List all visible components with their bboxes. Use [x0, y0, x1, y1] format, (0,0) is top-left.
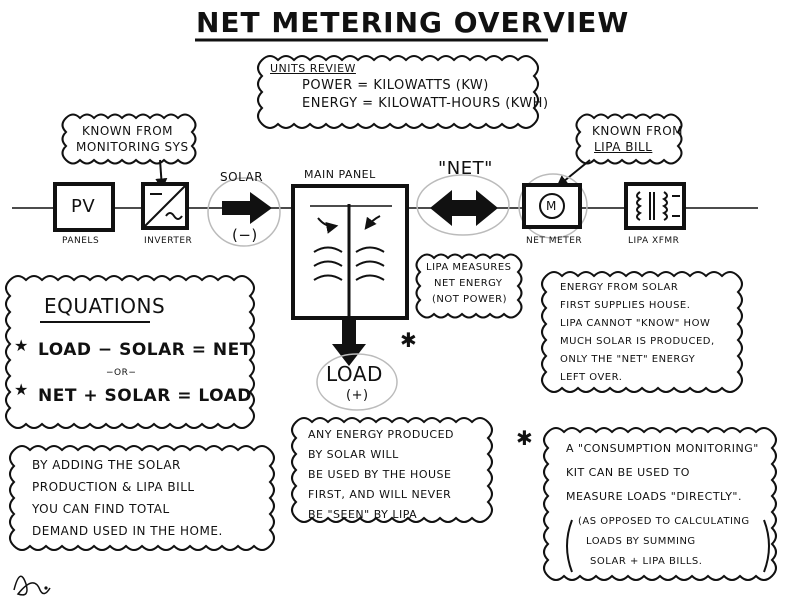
- energy-note-2: FIRST SUPPLIES HOUSE.: [560, 300, 691, 311]
- consumption-note-6: SOLAR + LIPA BILLS.: [590, 556, 703, 567]
- meter-bubble: [518, 173, 588, 239]
- energy-note-3: LIPA CANNOT "KNOW" HOW: [560, 318, 711, 329]
- lipa-measures-3: (NOT POWER): [432, 294, 507, 305]
- load-arrow: [332, 320, 366, 366]
- solar-label: SOLAR: [220, 170, 264, 184]
- consumption-note-3: MEASURE LOADS "DIRECTLY".: [566, 490, 742, 503]
- inverter-diagonal: [142, 183, 188, 229]
- units-cloud: [257, 55, 539, 129]
- equation-or: −OR−: [106, 368, 137, 378]
- inverter-label: INVERTER: [144, 236, 193, 246]
- consumption-asterisk: ✱: [516, 426, 534, 450]
- monitoring-cloud: [61, 113, 197, 165]
- energy-note-5: ONLY THE "NET" ENERGY: [560, 354, 696, 365]
- net-meter-dial: [539, 193, 565, 219]
- adding-note-cloud: [9, 445, 275, 551]
- xfmr-coils: [636, 191, 680, 221]
- equation-1-bullet: ★: [14, 336, 29, 355]
- equation-1: LOAD − SOLAR = NET: [38, 340, 252, 360]
- any-energy-2: BY SOLAR WILL: [308, 448, 399, 461]
- load-label: LOAD: [326, 362, 383, 386]
- panel-flow-left: [317, 217, 339, 234]
- main-panel-label: MAIN PANEL: [304, 168, 376, 181]
- adding-note-1: BY ADDING THE SOLAR: [32, 458, 181, 472]
- net-label: "NET": [438, 158, 493, 179]
- pv-panel-box: [53, 182, 115, 232]
- energy-note-1: ENERGY FROM SOLAR: [560, 282, 679, 293]
- any-energy-3: BE USED BY THE HOUSE: [308, 468, 452, 481]
- adding-note-4: DEMAND USED IN THE HOME.: [32, 524, 223, 538]
- adding-note-2: PRODUCTION & LIPA BILL: [32, 480, 195, 494]
- net-bubble: [416, 174, 510, 236]
- equations-header: EQUATIONS: [44, 294, 166, 318]
- any-energy-cloud: [291, 417, 493, 523]
- adding-note-3: YOU CAN FIND TOTAL: [32, 502, 170, 516]
- any-energy-1: ANY ENERGY PRODUCED: [308, 428, 454, 441]
- meter-symbol: M: [546, 199, 557, 213]
- signature: [13, 575, 51, 596]
- units-power: POWER = KILOWATTS (KW): [302, 78, 489, 93]
- lipa-measures-2: NET ENERGY: [434, 278, 503, 289]
- paren-right: [763, 519, 770, 573]
- equations-cloud: [5, 275, 255, 429]
- paren-left: [566, 519, 573, 573]
- monitoring-label-2: MONITORING SYS: [76, 140, 189, 154]
- consumption-cloud: [543, 427, 777, 581]
- lipa-measures-1: LIPA MEASURES: [426, 262, 512, 273]
- panel-flow-right: [364, 215, 381, 230]
- inverter-ac-mark: [165, 212, 183, 220]
- units-energy: ENERGY = KILOWATT-HOURS (KWH): [302, 96, 549, 111]
- page-title: NET METERING OVERVIEW: [196, 6, 630, 39]
- net-double-arrow: [430, 190, 498, 226]
- lipa-bill-pointer: [556, 159, 591, 188]
- solar-sign: (−): [232, 226, 258, 244]
- load-bubble: [316, 353, 398, 411]
- any-energy-4: FIRST, AND WILL NEVER: [308, 488, 452, 501]
- equation-2: NET + SOLAR = LOAD: [38, 386, 252, 406]
- pv-label: PV: [71, 196, 96, 217]
- signature-dot: [44, 586, 48, 590]
- panels-label: PANELS: [62, 236, 100, 246]
- energy-note-4: MUCH SOLAR IS PRODUCED,: [560, 336, 715, 347]
- consumption-note-1: A "CONSUMPTION MONITORING": [566, 442, 759, 455]
- energy-note-6: LEFT OVER.: [560, 372, 623, 383]
- solar-bubble: [207, 177, 281, 247]
- lipa-bill-label-1: KNOWN FROM: [592, 124, 683, 138]
- consumption-note-5: LOADS BY SUMMING: [586, 536, 696, 547]
- units-header: UNITS REVIEW: [270, 62, 356, 75]
- monitoring-label-1: KNOWN FROM: [82, 124, 173, 138]
- equation-2-bullet: ★: [14, 380, 29, 399]
- any-energy-5: BE "SEEN" BY LIPA: [308, 508, 418, 521]
- lipa-bill-cloud: [575, 113, 683, 165]
- load-asterisk: ✱: [400, 328, 418, 352]
- lipa-measures-cloud: [415, 253, 523, 319]
- lipa-bill-label-2: LIPA BILL: [594, 140, 653, 154]
- consumption-note-2: KIT CAN BE USED TO: [566, 466, 690, 479]
- energy-note-cloud: [541, 271, 743, 393]
- net-meter-label: NET METER: [526, 236, 583, 246]
- solar-arrow: [222, 192, 272, 224]
- load-sign: (+): [346, 388, 369, 403]
- lipa-xfmr-label: LIPA XFMR: [628, 236, 680, 246]
- panel-breakers: [313, 246, 385, 281]
- consumption-note-4: (AS OPPOSED TO CALCULATING: [578, 516, 750, 527]
